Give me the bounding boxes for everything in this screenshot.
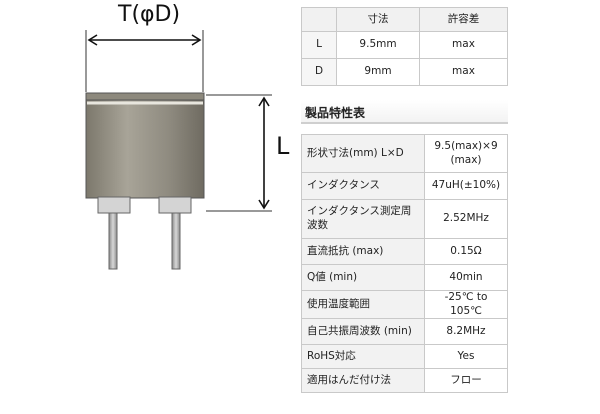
spec-label: 適用はんだ付け法 xyxy=(301,368,425,394)
dimension-table: 寸法 許容差 L 9.5mm max D 9mm max xyxy=(301,7,508,86)
spec-label: 形状寸法(mm) L×D xyxy=(301,134,425,173)
spec-row-rohs: RoHS対応 Yes xyxy=(301,344,508,370)
dimension-row-label: L xyxy=(301,31,337,59)
inductor-body xyxy=(85,92,205,199)
dimension-row-d: D 9mm max xyxy=(301,58,508,86)
base-right xyxy=(158,196,192,214)
pin-left xyxy=(108,212,118,270)
spec-row-temperature-range: 使用温度範囲 -25℃ to 105℃ xyxy=(301,289,508,320)
spec-label-line: インダクタンス測定周 xyxy=(307,205,412,218)
spec-table-heading: 製品特性表 xyxy=(301,100,508,124)
dimension-row-tolerance: max xyxy=(419,31,508,59)
dimension-header-blank xyxy=(301,7,337,32)
spec-row-inductance: インダクタンス 47uH(±10%) xyxy=(301,172,508,200)
dimension-row-size: 9.5mm xyxy=(336,31,420,59)
spec-label: RoHS対応 xyxy=(301,344,425,370)
spec-label: 使用温度範囲 xyxy=(301,289,425,320)
spec-value: フロー xyxy=(424,368,508,394)
spec-table: 形状寸法(mm) L×D 9.5(max)×9 (max) インダクタンス 47… xyxy=(301,134,508,394)
width-dimension-label: T(φD) xyxy=(118,2,181,27)
spec-value: 47uH(±10%) xyxy=(424,172,508,200)
pin-right xyxy=(171,212,181,270)
spec-label: インダクタンス測定周 波数 xyxy=(301,199,425,239)
inductor-top-band xyxy=(85,92,205,101)
dimension-row-size: 9mm xyxy=(336,58,420,86)
spec-row-dc-resistance: 直流抵抗 (max) 0.15Ω xyxy=(301,238,508,265)
spec-label: 直流抵抗 (max) xyxy=(301,238,425,265)
dimension-row-l: L 9.5mm max xyxy=(301,31,508,59)
spec-value: -25℃ to 105℃ xyxy=(424,289,508,320)
spec-value: 2.52MHz xyxy=(424,199,508,239)
spec-label-line: 波数 xyxy=(307,219,328,231)
spec-row-size: 形状寸法(mm) L×D 9.5(max)×9 (max) xyxy=(301,134,508,173)
spec-value-line: 9.5(max)×9 xyxy=(434,139,498,152)
t-arrow-left xyxy=(87,34,98,46)
spec-row-q-value: Q値 (min) 40min xyxy=(301,264,508,291)
spec-label: Q値 (min) xyxy=(301,264,425,291)
spec-row-test-frequency: インダクタンス測定周 波数 2.52MHz xyxy=(301,199,508,239)
spec-value: 0.15Ω xyxy=(424,238,508,265)
spec-value: 8.2MHz xyxy=(424,318,508,346)
spec-value: 9.5(max)×9 (max) xyxy=(424,134,508,173)
length-dimension-label: L xyxy=(276,132,290,160)
dimension-row-tolerance: max xyxy=(419,58,508,86)
spec-value: Yes xyxy=(424,344,508,370)
l-arrow-top xyxy=(258,96,270,107)
inductor-drawing xyxy=(85,30,272,270)
l-arrow-bottom xyxy=(258,199,270,210)
dimension-header-tolerance: 許容差 xyxy=(419,7,508,32)
dimension-row-label: D xyxy=(301,58,337,86)
spec-label: インダクタンス xyxy=(301,172,425,200)
dimension-header-size: 寸法 xyxy=(336,7,420,32)
spec-value: 40min xyxy=(424,264,508,291)
spec-label: 自己共振周波数 (min) xyxy=(301,318,425,346)
spec-row-self-resonant-frequency: 自己共振周波数 (min) 8.2MHz xyxy=(301,318,508,346)
t-arrow-right xyxy=(191,34,202,46)
spec-row-soldering-method: 適用はんだ付け法 フロー xyxy=(301,368,508,394)
base-left xyxy=(97,196,131,214)
dimension-table-header: 寸法 許容差 xyxy=(301,7,508,32)
spec-value-line: (max) xyxy=(450,153,482,166)
